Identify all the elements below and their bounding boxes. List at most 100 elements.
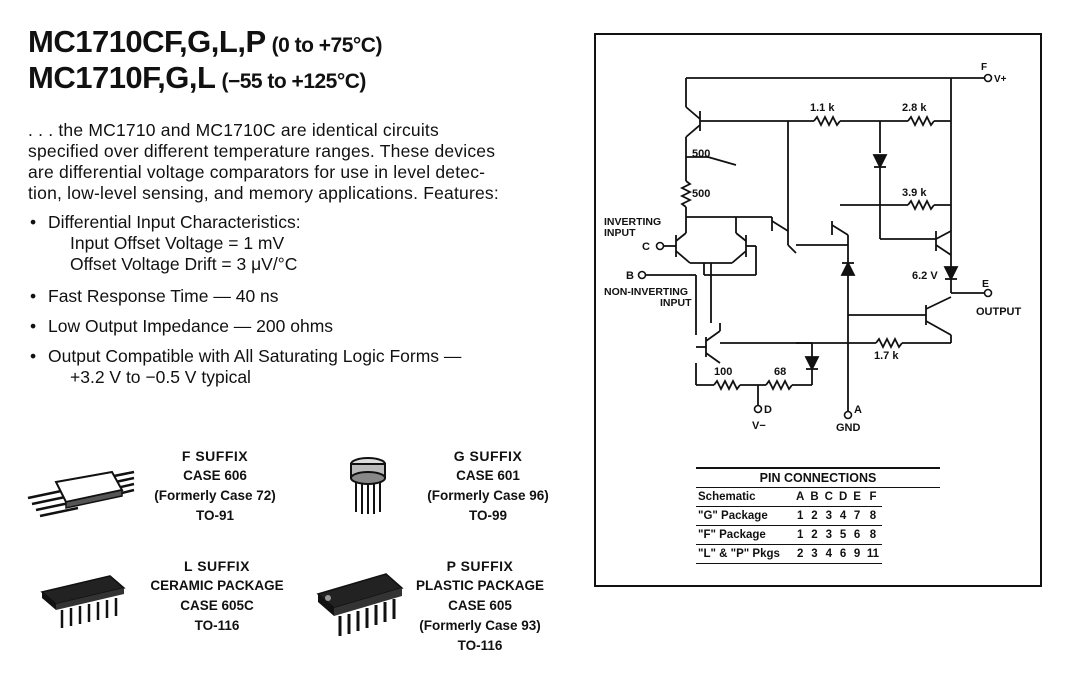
table-header-row: Schematic A B C D E F — [696, 488, 883, 507]
table-cell: 6 — [839, 548, 847, 560]
table-cell: 3 — [825, 510, 832, 522]
intro-line: . . . the MC1710 and MC1710C are identic… — [28, 120, 439, 140]
feature-text: Output Compatible with All Saturating Lo… — [48, 346, 462, 366]
pkg-line: TO-91 — [195, 508, 234, 523]
feature-1: • Differential Input Characteristics: Inp… — [30, 212, 301, 275]
label-vplus: V+ — [994, 74, 1007, 85]
header-cell: Schematic — [698, 491, 756, 503]
pkg-line: TO-116 — [194, 618, 240, 633]
temp-range-1: (0 to +75°C) — [271, 34, 383, 57]
table-cell: 1 — [796, 510, 804, 522]
intro-line: tion, low-level sensing, and memory appl… — [28, 183, 499, 203]
feature-sub: +3.2 V to −0.5 V typical — [70, 367, 251, 387]
pkg-line: CASE 605 — [448, 598, 512, 613]
g-suffix-block: G SUFFIX CASE 601 (Formerly Case 96) TO-… — [418, 446, 558, 526]
pin-connections-title: PIN CONNECTIONS — [696, 467, 940, 488]
intro-paragraph: . . . the MC1710 and MC1710C are identic… — [28, 120, 558, 204]
pkg-line: TO-99 — [468, 508, 507, 523]
label-b: B — [626, 270, 634, 282]
table-row: "F" Package 1 2 3 5 6 8 — [696, 526, 883, 545]
table-row: "G" Package 1 2 3 4 7 8 — [696, 507, 883, 526]
feature-text: Differential Input Characteristics: — [48, 212, 301, 232]
feature-4: • Output Compatible with All Saturating L… — [30, 346, 461, 388]
g-package-image — [350, 457, 386, 514]
pkg-line: (Formerly Case 96) — [427, 488, 549, 503]
l-package-image — [40, 575, 126, 628]
header-cell: E — [853, 491, 861, 503]
table-cell: 1 — [796, 529, 804, 541]
title-line-1: MC1710CF,G,L,P(0 to +75°C) — [28, 24, 382, 60]
f-suffix-block: F SUFFIX CASE 606 (Formerly Case 72) TO-… — [150, 446, 280, 526]
intro-line: are differential voltage comparators for… — [28, 162, 486, 182]
title-2: MC1710F,G,L — [28, 60, 216, 95]
table-row: "L" & "P" Pkgs 2 3 4 6 9 11 — [696, 545, 883, 564]
intro-line: specified over different temperature ran… — [28, 141, 496, 161]
table-cell: 11 — [866, 548, 880, 560]
label-r-500b: 500 — [692, 188, 710, 200]
table-cell: 2 — [796, 548, 804, 560]
bullet: • — [30, 212, 37, 232]
pkg-line: PLASTIC PACKAGE — [415, 578, 544, 593]
f-suffix: F SUFFIX — [181, 448, 249, 464]
title-line-2: MC1710F,G,L(−55 to +125°C) — [28, 60, 366, 96]
pin-connections: PIN CONNECTIONS Schematic A B C D E F "G… — [696, 467, 940, 564]
header-cell: B — [810, 491, 819, 503]
label-r-68: 68 — [774, 366, 786, 378]
label-vminus: V− — [752, 420, 766, 432]
table-cell: 4 — [839, 510, 847, 522]
row-label: "G" Package — [698, 510, 768, 522]
p-suffix: P SUFFIX — [446, 558, 514, 574]
label-r-3k9: 3.9 k — [902, 187, 927, 199]
table-cell: 8 — [869, 510, 877, 522]
bullet: • — [30, 346, 37, 366]
header-cell: A — [796, 491, 805, 503]
schematic-panel: F V+ 1.1 k 2.8 k 500 500 3.9 k INVERTING… — [594, 33, 1042, 587]
label-r-100: 100 — [714, 366, 732, 378]
table-cell: 8 — [869, 529, 877, 541]
label-r-2k8: 2.8 k — [902, 102, 927, 114]
label-r-1k7: 1.7 k — [874, 350, 899, 362]
label-inverting-input: INPUT — [604, 227, 636, 239]
table-cell: 4 — [825, 548, 832, 560]
feature-text: Fast Response Time — 40 ns — [48, 286, 279, 306]
g-suffix: G SUFFIX — [453, 448, 523, 464]
p-suffix-block: P SUFFIX PLASTIC PACKAGE CASE 605 (Forme… — [405, 556, 555, 656]
table-cell: 6 — [853, 529, 861, 541]
label-output: OUTPUT — [976, 306, 1022, 318]
table-cell: 9 — [853, 548, 861, 560]
feature-text: Low Output Impedance — 200 ohms — [48, 316, 334, 336]
row-label: "L" & "P" Pkgs — [698, 548, 780, 560]
pkg-line: (Formerly Case 93) — [419, 618, 541, 633]
pkg-line: TO-116 — [457, 638, 503, 653]
label-d: D — [764, 404, 772, 416]
feature-2: • Fast Response Time — 40 ns — [30, 286, 279, 307]
pkg-line: CERAMIC PACKAGE — [150, 578, 284, 593]
table-cell: 2 — [811, 529, 818, 541]
pin-table: Schematic A B C D E F "G" Package 1 2 3 … — [696, 488, 883, 564]
circuit-schematic: F V+ 1.1 k 2.8 k 500 500 3.9 k INVERTING… — [604, 62, 1022, 434]
label-e: E — [982, 278, 989, 290]
header-cell: C — [824, 491, 833, 503]
row-label: "F" Package — [698, 529, 766, 541]
feature-sub: Input Offset Voltage = 1 mV — [70, 233, 285, 253]
label-zener: 6.2 V — [912, 270, 938, 282]
pkg-line: CASE 605C — [180, 598, 254, 613]
pkg-line: CASE 601 — [456, 468, 520, 483]
table-cell: 2 — [811, 510, 818, 522]
feature-3: • Low Output Impedance — 200 ohms — [30, 316, 333, 337]
l-suffix-block: L SUFFIX CERAMIC PACKAGE CASE 605C TO-11… — [137, 556, 297, 636]
feature-sub: Offset Voltage Drift = 3 μV/°C — [70, 254, 298, 274]
bullet: • — [30, 286, 37, 306]
bullet: • — [30, 316, 37, 336]
label-r-500a: 500 — [692, 148, 710, 160]
label-a: A — [854, 404, 862, 416]
label-gnd: GND — [836, 422, 861, 434]
label-f: F — [981, 62, 987, 73]
title-1: MC1710CF,G,L,P — [28, 24, 266, 59]
label-r-1k1: 1.1 k — [810, 102, 835, 114]
table-cell: 5 — [839, 529, 847, 541]
table-cell: 3 — [825, 529, 832, 541]
pkg-line: CASE 606 — [183, 468, 247, 483]
temp-range-2: (−55 to +125°C) — [221, 70, 366, 93]
header-cell: F — [869, 491, 877, 503]
